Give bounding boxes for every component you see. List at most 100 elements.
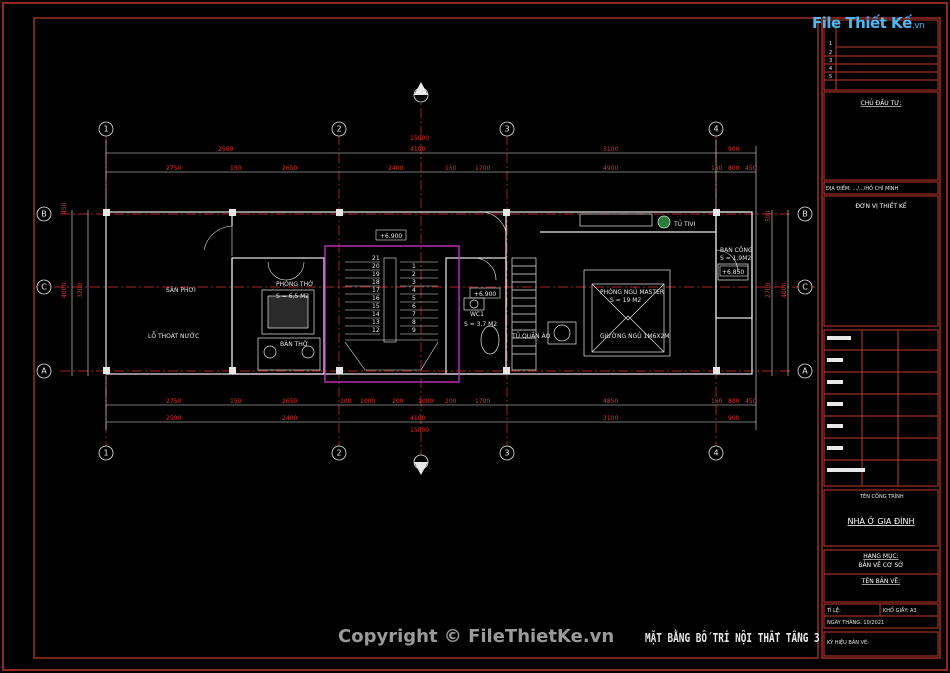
stair-step-8: 8	[412, 319, 416, 326]
dim-left-b: 3200	[77, 283, 84, 298]
dim-bot1-d: 100	[340, 398, 352, 405]
axis-label-2-top: 2	[336, 125, 341, 134]
dim-top2-d: 2400	[388, 165, 403, 172]
ten-cong-trinh-label: TÊN CÔNG TRÌNH	[859, 492, 904, 500]
stair-step-19: 19	[372, 271, 380, 278]
stair-step-4: 4	[412, 287, 416, 294]
stair-step-14: 14	[372, 311, 380, 318]
stair-step-18: 18	[372, 279, 380, 286]
room-ban-tho: BÀN THỜ	[280, 341, 308, 348]
hang-muc-label: HẠNG MỤC:	[863, 553, 898, 560]
room-master-area: S = 19 M2	[610, 297, 641, 304]
stair-box	[324, 245, 460, 383]
dim-bot1-i: 1700	[475, 398, 490, 405]
title-block-lines	[823, 19, 939, 657]
address-label: ĐỊA ĐIỂM: .../.../HỒ CHÍ MINH	[826, 183, 898, 192]
axis-bubble-b-left	[36, 206, 52, 222]
axis-label-3-bottom: 3	[504, 449, 509, 458]
level-tags: +6.900 +6.900 +6.850	[375, 229, 749, 299]
room-tu-tivi: TỦ TIVI	[673, 220, 696, 228]
level-tag-stair: +6.900	[380, 233, 402, 240]
dim-top2-j: 450	[745, 165, 757, 172]
dim-left-c: 4000	[61, 283, 68, 298]
dim-overall-top: 15000	[410, 135, 429, 142]
dim-top2-b: 150	[230, 165, 242, 172]
kho-giay-label: KHỔ GIẤY: A3	[883, 606, 917, 614]
dim-top1-c: 3100	[603, 146, 618, 153]
stair-step-12: 12	[372, 327, 380, 334]
dim-top2-a: 2750	[166, 165, 181, 172]
axis-label-a-right: A	[802, 367, 808, 376]
dim-top2-f: 1700	[475, 165, 490, 172]
dim-top1-d: 900	[728, 146, 740, 153]
dim-top2-h: 150	[711, 165, 723, 172]
stair-step-5: 5	[412, 295, 416, 302]
room-san-phoi: SÂN PHƠI	[166, 287, 196, 294]
dim-right-a: 500	[765, 210, 772, 222]
revision-2: 2	[829, 50, 832, 56]
axis-label-2-bottom: 2	[336, 449, 341, 458]
hang-muc-value: BẢN VẼ CƠ SỞ	[858, 561, 903, 569]
room-tu-quan-ao: TỦ QUẦN ÁO	[511, 332, 551, 340]
stair-step-13: 13	[372, 319, 380, 326]
axis-bubble-a-left	[36, 363, 52, 379]
dim-bot1-l: 800	[728, 398, 740, 405]
stair-step-15: 15	[372, 303, 380, 310]
revision-1: 1	[829, 41, 832, 47]
section-markers	[414, 82, 428, 475]
dim-bot1-j: 4850	[603, 398, 618, 405]
room-wc: WC1	[470, 311, 484, 318]
ngay-label: NGÀY THÁNG: 10/2021	[827, 619, 884, 626]
stair-numbers: 21 20 19 18 17 16 15 14 13 12 1 2 3 4 5 …	[372, 255, 416, 334]
axis-bubble-2-top	[331, 121, 347, 137]
dim-top2-i: 800	[728, 165, 740, 172]
revision-4: 4	[829, 66, 832, 72]
brand-logo: File Thiết Kế.vn	[812, 14, 925, 32]
stair-step-9: 9	[412, 327, 416, 334]
stair-step-2: 2	[412, 271, 416, 278]
room-ban-cong-area: S = 1,9M2	[720, 255, 751, 262]
chu-dau-tu-label: CHỦ ĐẦU TƯ:	[861, 99, 902, 107]
stair-step-6: 6	[412, 303, 416, 310]
axis-bubble-c-right	[797, 279, 813, 295]
dim-right-c: 4000	[781, 283, 788, 298]
room-labels: SÂN PHƠI LỖ THOÁT NƯỚC PHÒNG THỜ S = 6,5…	[148, 220, 753, 348]
axis-bubble-b-right	[797, 206, 813, 222]
axis-bubble-2-bottom	[331, 445, 347, 461]
title-block-text: 1 2 3 4 5 CHỦ ĐẦU TƯ: ĐỊA ĐIỂM: .../.../…	[826, 41, 917, 646]
dim-bot1-k: 150	[711, 398, 723, 405]
ten-cong-trinh: NHÀ Ở GIA ĐÌNH	[848, 515, 915, 526]
dim-bot1-c: 2650	[282, 398, 297, 405]
axis-label-4-top: 4	[713, 125, 718, 134]
dim-overall-bottom: 15000	[410, 427, 429, 434]
axis-label-c-right: C	[802, 283, 808, 292]
copyright-watermark: Copyright © FileThietKe.vn	[338, 626, 615, 647]
room-wc-area: S = 3,7 M2	[464, 321, 497, 328]
room-master: PHÒNG NGỦ MASTER	[600, 288, 664, 296]
columns	[103, 209, 720, 374]
revision-5: 5	[829, 74, 832, 80]
don-vi-label: ĐƠN VỊ THIẾT KẾ	[855, 202, 907, 210]
stair-step-16: 16	[372, 295, 380, 302]
stair-step-21: 21	[372, 255, 380, 262]
dim-bot1-a: 2750	[166, 398, 181, 405]
room-ban-cong: BAN CÔNG	[720, 247, 753, 254]
axis-bubble-3-top	[499, 121, 515, 137]
dim-bot2-c: 4100	[410, 415, 425, 422]
ten-ban-ve-label: TÊN BẢN VẼ:	[861, 577, 900, 585]
dim-left-a: 450	[61, 202, 68, 214]
dim-bot2-b: 2400	[282, 415, 297, 422]
dimension-lines	[71, 140, 789, 430]
stair-treads	[344, 257, 439, 371]
axis-bubble-4-top	[708, 121, 724, 137]
axis-bubble-c-left	[36, 279, 52, 295]
axis-label-1-top: 1	[103, 125, 108, 134]
axis-label-a-left: A	[41, 367, 47, 376]
axis-label-4-bottom: 4	[713, 449, 718, 458]
dim-bot1-b: 150	[230, 398, 242, 405]
room-lo-thoat-nuoc: LỖ THOÁT NƯỚC	[148, 332, 199, 340]
logo-tld: .vn	[911, 21, 925, 31]
level-tag-balcony: +6.850	[722, 269, 744, 276]
